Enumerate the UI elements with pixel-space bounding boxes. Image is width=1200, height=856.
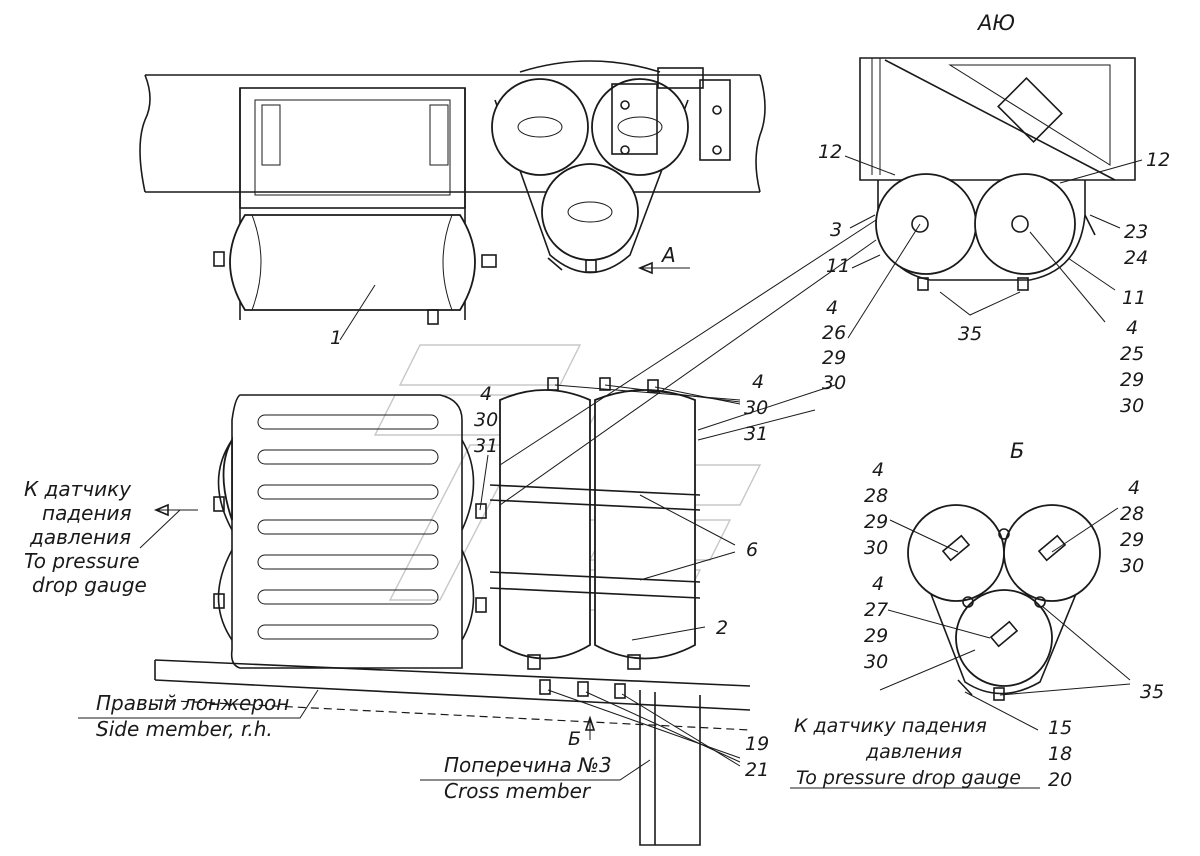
stack-item: 29 [822,347,846,369]
stack-item: 27 [864,599,888,621]
note-line: давления [29,525,131,549]
stack-item: 4 [752,371,764,393]
callout-3: 3 [830,219,842,241]
stack-b-right: 4 28 29 30 [1120,477,1150,577]
stack-item: 26 [822,322,846,344]
note-line: Side member, r.h. [96,717,273,741]
stack-item: 30 [1120,395,1144,417]
note-line: drop gauge [32,573,147,597]
note-line: To pressure [24,549,140,573]
arrow-a-label: А [660,243,676,267]
stack-item: 25 [1120,343,1144,365]
callout-21: 21 [745,759,769,781]
stack-item: 30 [864,537,888,559]
stack-item: 30 [1120,555,1144,577]
cross-member-note: Поперечина №3 Cross member [444,753,618,803]
note-line: К датчику [24,477,132,501]
stack-4-30-31-left: 4 30 31 [474,383,504,457]
stack-item: 31 [474,435,498,457]
stack-item: 29 [1120,529,1144,551]
callout-12-left: 12 [818,141,842,163]
stack-item: 30 [822,372,846,394]
stack-item: 29 [864,625,888,647]
note-line: To pressure drop gauge [796,767,1021,789]
callout-23: 23 [1124,221,1148,243]
stack-item: 4 [872,459,884,481]
stack-item: 30 [474,409,498,431]
stack-item: 4 [480,383,492,405]
stack-b-left: 4 28 29 30 [864,459,894,559]
stack-item: 28 [864,485,888,507]
note-line: Поперечина №3 [444,753,612,777]
callout-19: 19 [745,733,769,755]
note-line: Cross member [444,779,592,803]
callout-35-bottom: 35 [1140,681,1164,703]
callout-35-top: 35 [958,323,982,345]
stack-item: 29 [1120,369,1144,391]
note-line: Правый лонжерон [96,691,289,715]
tank-1-assembly [213,87,497,325]
stack-item: 15 [1048,717,1072,739]
callout-11-right: 11 [1122,287,1146,309]
right-sensor-note: К датчику падения давления To pressure d… [794,715,1021,789]
stack-item: 4 [826,297,838,319]
stack-item: 30 [864,651,888,673]
callout-11-left: 11 [826,255,850,277]
stack-item: 28 [1120,503,1144,525]
three-tank-bundle-top [491,60,731,274]
stack-item: 30 [744,397,768,419]
callout-12-right: 12 [1146,149,1170,171]
leader-lines [78,155,1143,789]
callout-labels: АЮ Б А Б 1 2 3 6 11 11 12 12 23 24 35 35… [330,11,1170,791]
stack-item: 29 [864,511,888,533]
stack-item: 4 [872,573,884,595]
vertical-tanks-2 [489,377,701,670]
view-b-label: Б [1010,439,1024,463]
stack-item: 4 [1126,317,1138,339]
stack-item: 4 [1128,477,1140,499]
callout-6: 6 [746,539,758,561]
stack-15-18-20: 15 18 20 [1048,717,1078,791]
note-line: падения [42,501,132,525]
callout-24: 24 [1124,247,1148,269]
stack-4-30-31-right: 4 30 31 [744,371,774,445]
side-member-and-cross-member [154,659,751,846]
callout-2: 2 [716,617,728,639]
view-a-assembly [859,57,1136,291]
side-tank-block [213,394,487,669]
stack-4-25-29-30: 4 25 29 30 [1120,317,1150,417]
annotation-labels: К датчику падения давления To pressure d… [24,477,1021,803]
arrow-b-label: Б [568,728,581,750]
note-line: К датчику падения [794,715,987,737]
stack-b-mid: 4 27 29 30 [864,573,894,673]
view-a-label: АЮ [976,11,1015,35]
stack-item: 20 [1048,769,1072,791]
left-sensor-note: К датчику падения давления To pressure d… [24,477,147,597]
stack-4-26-29-30: 4 26 29 30 [822,297,852,394]
callout-1: 1 [330,327,342,349]
note-line: давления [865,741,962,763]
side-member-note: Правый лонжерон Side member, r.h. [96,691,296,741]
view-b-assembly [907,504,1101,701]
stack-item: 31 [744,423,768,445]
stack-item: 18 [1048,743,1072,765]
